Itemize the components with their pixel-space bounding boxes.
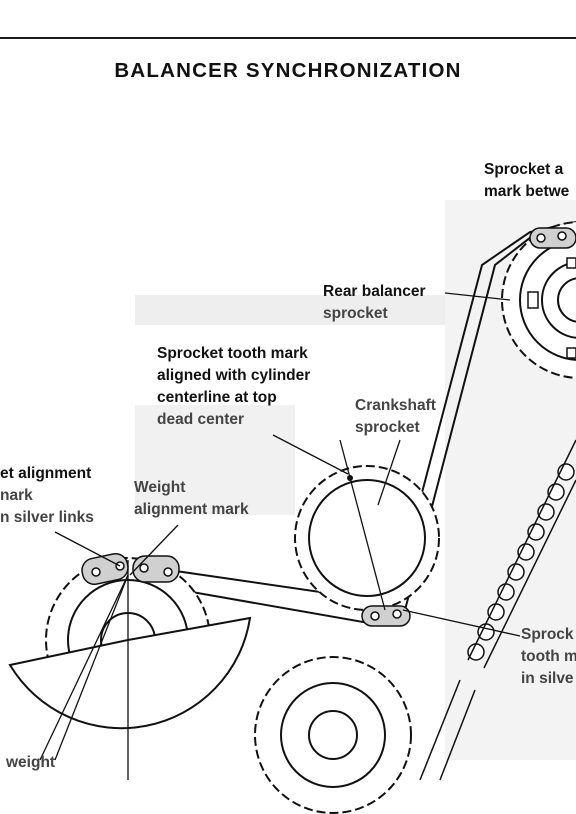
label-bottom-right-line1: Sprock bbox=[521, 626, 574, 643]
label-crankshaft-line1: Crankshaft bbox=[355, 397, 436, 414]
label-tdc-line1: Sprocket tooth mark bbox=[157, 345, 308, 362]
label-tdc-line4: dead center bbox=[157, 411, 245, 428]
label-weight-text: weight bbox=[6, 754, 56, 771]
label-rear-balancer-line2: sprocket bbox=[323, 305, 388, 322]
label-bottom-right: Sprock tooth m in silve bbox=[521, 624, 576, 690]
shading-band bbox=[135, 295, 465, 325]
lower-gear bbox=[254, 656, 412, 814]
lower-chain-rails bbox=[419, 679, 476, 781]
label-rear-balancer-line1: Rear balancer bbox=[323, 283, 426, 300]
shading-area bbox=[135, 405, 295, 515]
alignment-lines bbox=[39, 439, 386, 780]
leader-lines bbox=[54, 292, 521, 637]
label-top-right-line1: Sprocket a bbox=[484, 161, 564, 178]
label-left-alignment-line1: et alignment bbox=[0, 465, 92, 482]
label-crankshaft-line2: sprocket bbox=[355, 419, 420, 436]
label-tooth-mark-tdc: Sprocket tooth mark aligned with cylinde… bbox=[157, 343, 310, 431]
label-weight-alignment: Weight alignment mark bbox=[134, 477, 249, 521]
label-top-right-line2: mark betwe bbox=[484, 183, 570, 200]
crankshaft-sprocket bbox=[294, 465, 440, 611]
label-weight: weight bbox=[6, 752, 55, 774]
balancer-weight bbox=[8, 616, 252, 730]
page-title: BALANCER SYNCHRONIZATION bbox=[114, 59, 462, 82]
top-silver-links bbox=[529, 227, 576, 249]
label-crankshaft-sprocket: Crankshaft sprocket bbox=[355, 395, 436, 439]
header-rule bbox=[0, 37, 576, 39]
label-left-alignment-line3: n silver links bbox=[0, 509, 94, 526]
label-weight-mark-line2: alignment mark bbox=[134, 501, 249, 518]
crank-silver-links bbox=[361, 605, 411, 627]
label-weight-mark-line1: Weight bbox=[134, 479, 186, 496]
label-left-alignment-line2: nark bbox=[0, 487, 33, 504]
label-top-right: Sprocket a mark betwe bbox=[484, 159, 569, 203]
label-left-alignment: et alignment nark n silver links bbox=[0, 463, 94, 529]
label-rear-balancer: Rear balancer sprocket bbox=[323, 281, 426, 325]
left-silver-links bbox=[81, 552, 180, 586]
label-bottom-right-line2: tooth m bbox=[521, 648, 576, 665]
label-bottom-right-line3: in silve bbox=[521, 670, 574, 687]
right-chain-rails bbox=[467, 439, 576, 669]
label-tdc-line2: aligned with cylinder bbox=[157, 367, 311, 384]
rear-balancer-sprocket bbox=[501, 221, 576, 379]
label-tdc-line3: centerline at top bbox=[157, 389, 277, 406]
